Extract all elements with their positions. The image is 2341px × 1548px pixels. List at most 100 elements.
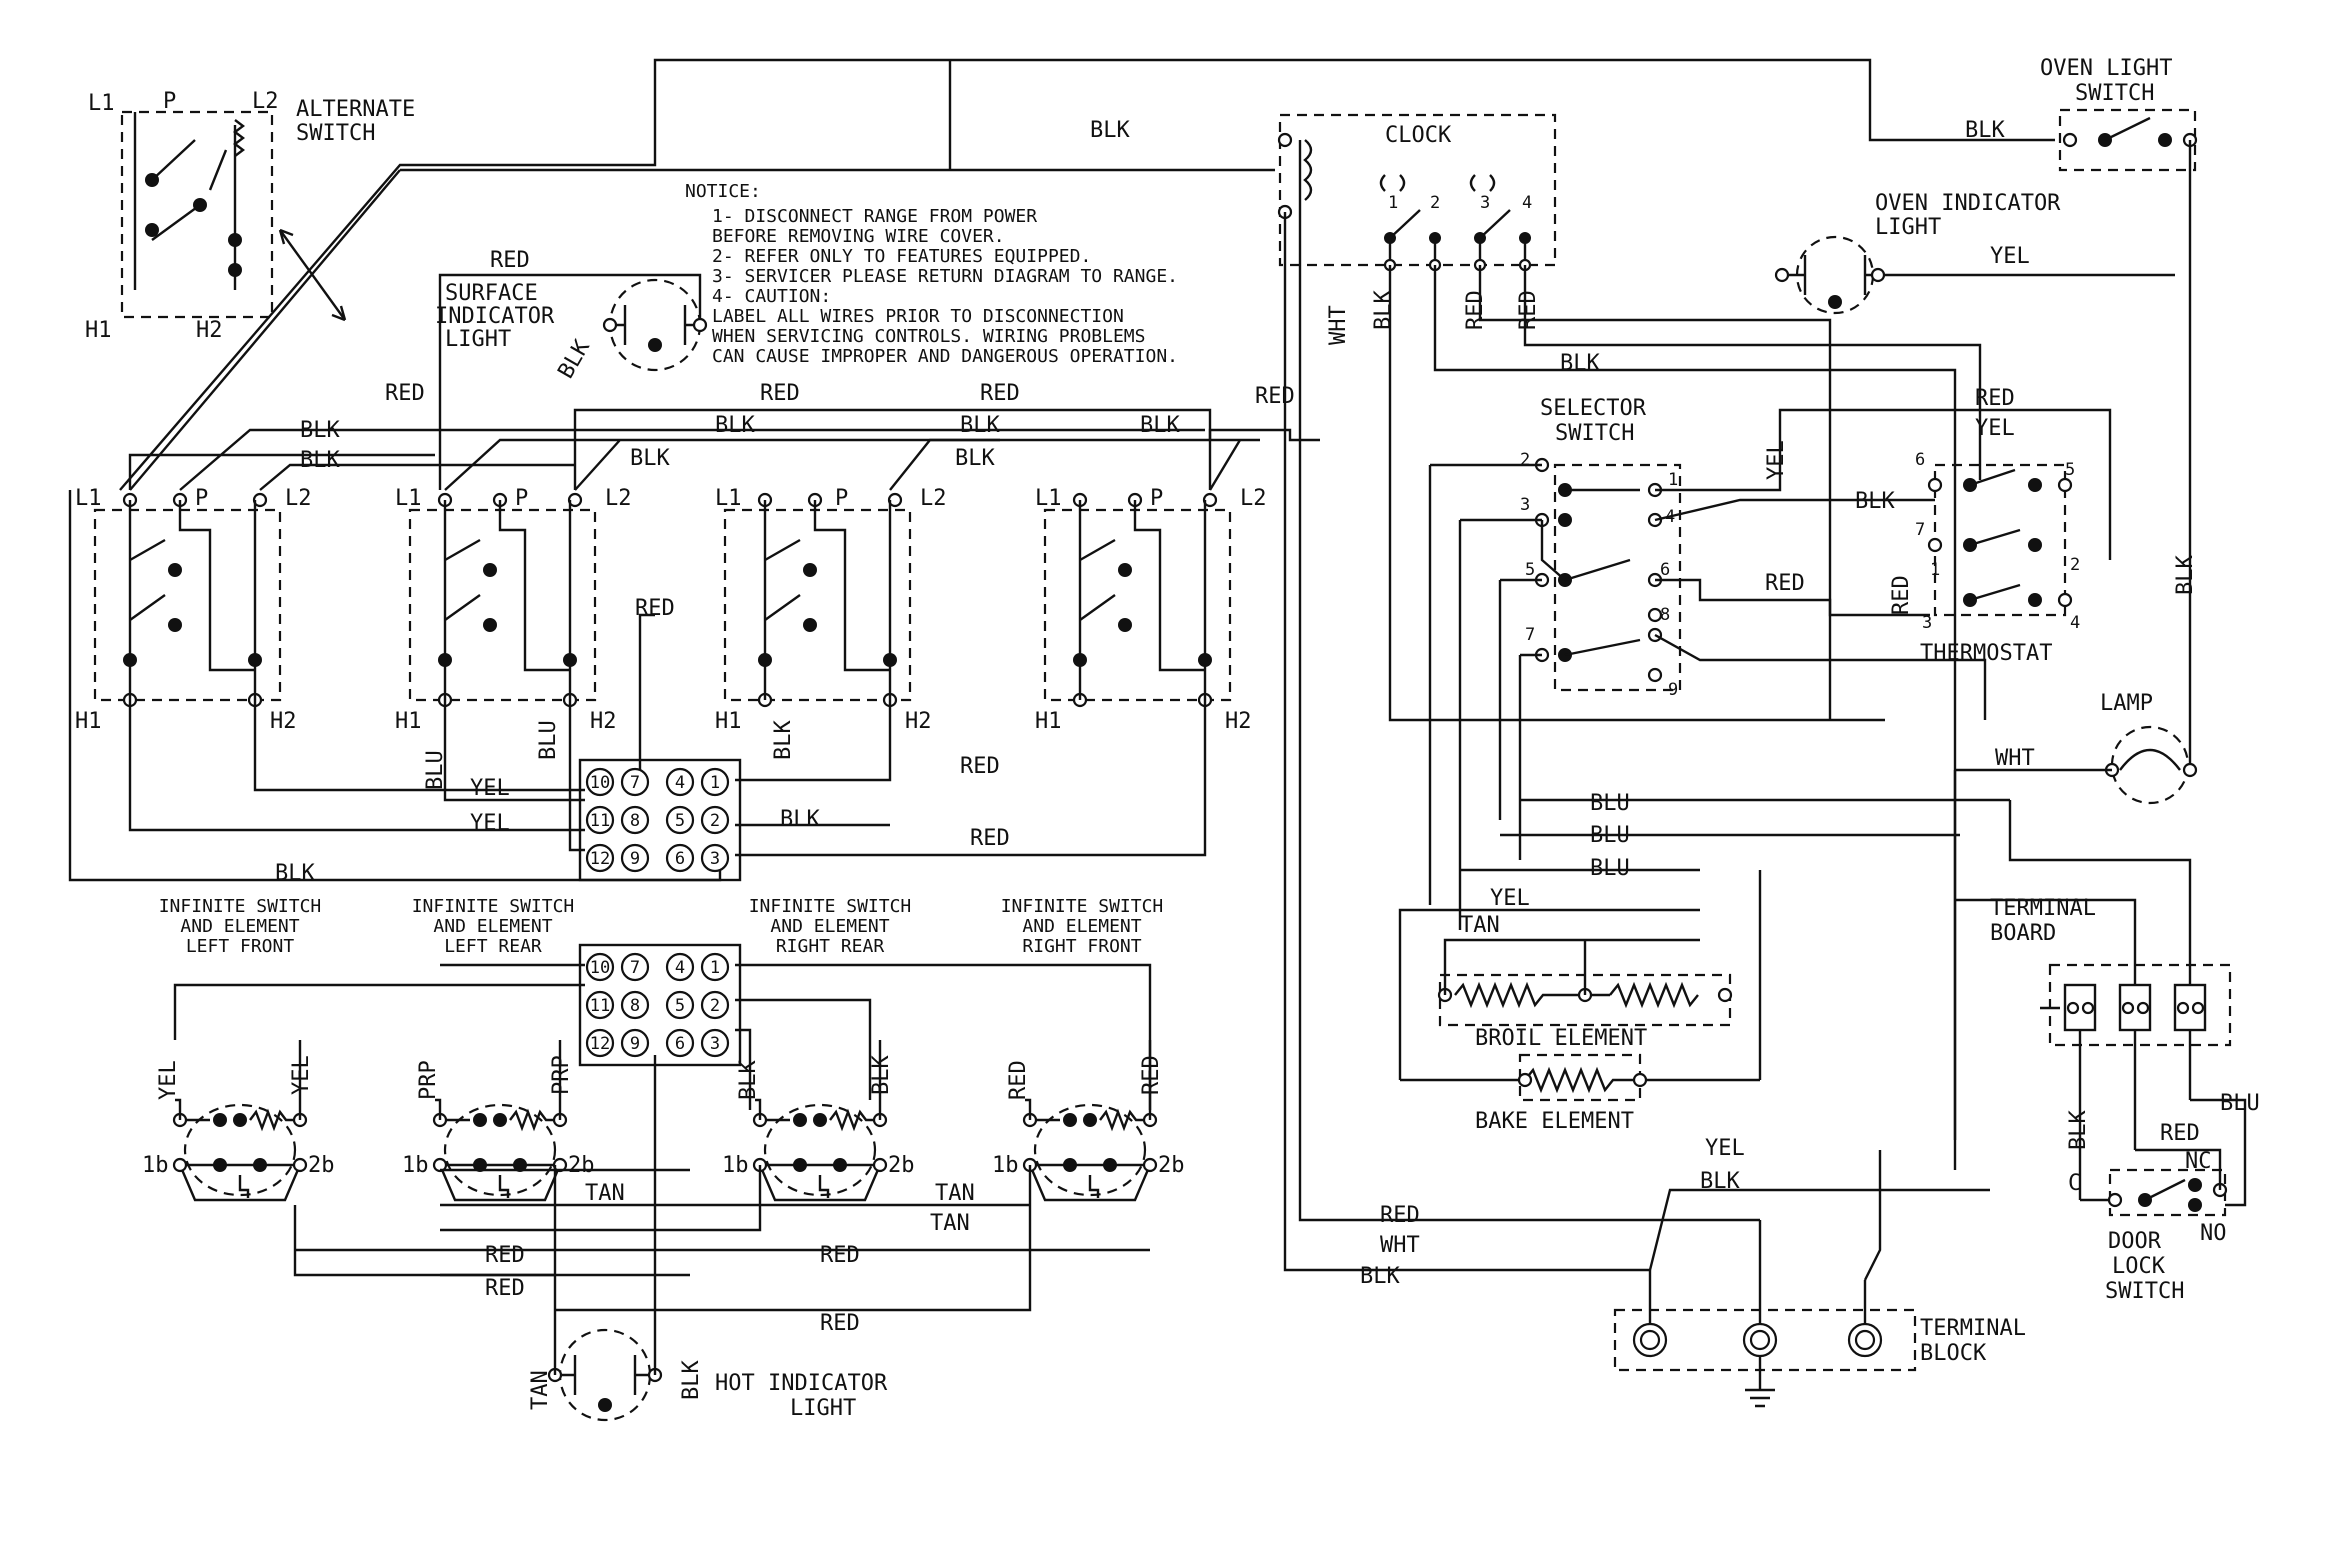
wire-label-blk-r2: BLK — [554, 335, 596, 383]
wire-label-yel-o2: YEL — [1490, 886, 1530, 911]
rf-l1: L1 — [1035, 486, 1062, 511]
lower-bus-wires: TAN TAN TAN RED RED RED RED — [173, 963, 1152, 1336]
terminal-1b-label: 1b — [722, 1153, 749, 1178]
infinite-switch-lf: L1 P L2 H1 H2 — [75, 486, 312, 734]
wire-label-blu-dls: BLU — [2220, 1091, 2260, 1116]
selector-switch: SELECTOR SWITCH 2 1 3 4 5 6 7 8 9 — [1520, 396, 1682, 700]
connector-pin-label: 8 — [630, 811, 640, 831]
wire-label-red-o3: RED — [1380, 1203, 1420, 1228]
wire-label-blk-u1: BLK — [300, 418, 340, 443]
wire-label-blk-r4: BLK — [2173, 555, 2198, 595]
wire-label-blk-o2: BLK — [1855, 489, 1895, 514]
clock-contact-1: 1 — [1388, 193, 1398, 213]
wire-label-blk-u6: BLK — [955, 446, 995, 471]
lf-p: P — [195, 486, 208, 511]
connector-pin — [620, 990, 650, 1020]
wire-label-red-l1: RED — [485, 1243, 525, 1268]
terminal-2b-label: 2b — [888, 1153, 915, 1178]
infinite-switch-title: AND ELEMENT — [433, 916, 552, 937]
oven-light-switch-title-2: SWITCH — [2075, 81, 2154, 106]
connector-pin — [700, 767, 730, 797]
wire-label-red-o2: RED — [1765, 571, 1805, 596]
wire-label-blk-u2: BLK — [300, 448, 340, 473]
notice-block: NOTICE: 1- DISCONNECT RANGE FROM POWER B… — [685, 181, 1178, 367]
alt-h2-label: H2 — [196, 318, 223, 343]
connector-pin-label: 3 — [710, 1034, 720, 1054]
wire-label-tan-l3: TAN — [930, 1211, 970, 1236]
broil-element-title: BROIL ELEMENT — [1475, 1026, 1647, 1051]
sel-3: 3 — [1520, 495, 1530, 515]
terminal-2b-label: 2b — [1158, 1153, 1185, 1178]
th-4: 4 — [2070, 613, 2080, 633]
wire-label-blk-o1: BLK — [1560, 351, 1600, 376]
infinite-switch-title: AND ELEMENT — [180, 916, 299, 937]
selector-switch-title-2: SWITCH — [1555, 421, 1634, 446]
wire-label-red-u1: RED — [385, 381, 425, 406]
thermostat-title: THERMOSTAT — [1920, 641, 2052, 666]
surface-indicator-light: SURFACE INDICATOR LIGHT RED — [435, 248, 708, 490]
wire-label-yel-c1: YEL — [470, 776, 510, 801]
oven-light-switch-title: OVEN LIGHT — [2040, 56, 2172, 81]
connector-pin — [700, 805, 730, 835]
terminal-board-title-2: BOARD — [1990, 921, 2056, 946]
infinite-switch-title: LEFT FRONT — [186, 936, 295, 957]
infinite-switch-rf: L1 P L2 H1 H2 — [1035, 486, 1267, 734]
wire-label-red-c3: RED — [635, 596, 675, 621]
connector-pin-label: 7 — [630, 773, 640, 793]
connector-pin-label: 9 — [630, 1034, 640, 1054]
wire-label-red-l4: RED — [820, 1311, 860, 1336]
infinite-switch-title: INFINITE SWITCH — [1001, 896, 1164, 917]
terminal-block-title-2: BLOCK — [1920, 1341, 1987, 1366]
wire-label-blk-hot: BLK — [679, 1360, 704, 1400]
wire-label-red-u3: RED — [980, 381, 1020, 406]
connector-pin — [620, 805, 650, 835]
element-wire-label: RED — [1006, 1060, 1031, 1100]
terminal-1b-label: 1b — [992, 1153, 1019, 1178]
sel-9: 9 — [1668, 680, 1678, 700]
wire-label-yel-o1: YEL — [1975, 416, 2015, 441]
infinite-switch-title: RIGHT REAR — [776, 936, 885, 957]
lamp-title: LAMP — [2100, 691, 2153, 716]
connector-pin — [700, 843, 730, 873]
alternate-switch: L1 P L2 H1 H2 ALTERNATE SWITCH — [85, 89, 415, 343]
oven-wiring: BLK RED YEL BLK RED BLU BLU BLU YEL TAN … — [1283, 140, 2112, 1289]
notice-line-7: WHEN SERVICING CONTROLS. WIRING PROBLEMS — [712, 326, 1145, 347]
wire-label-wht-lamp: WHT — [1995, 746, 2035, 771]
terminal-block-title: TERMINAL — [1920, 1316, 2026, 1341]
thermostat: THERMOSTAT 6 5 7 1 2 3 4 — [1915, 450, 2080, 666]
broil-element: BROIL ELEMENT — [1437, 938, 1733, 1051]
alt-l2-label: L2 — [252, 89, 279, 114]
wire-label-red-o1: RED — [1975, 386, 2015, 411]
wire-label-blk-u5: BLK — [960, 413, 1000, 438]
element-wire-label: YEL — [289, 1055, 314, 1095]
connector-pin-label: 8 — [630, 996, 640, 1016]
notice-line-5: 4- CAUTION: — [712, 286, 831, 307]
connector-pin-label: 11 — [590, 811, 610, 831]
wire-label-blk-u7: BLK — [1140, 413, 1180, 438]
connector-pin-label: 10 — [590, 773, 610, 793]
wire-label-tan-l1: TAN — [585, 1181, 625, 1206]
wire-label-tan-o1: TAN — [1460, 913, 1500, 938]
infinite-switch-title: AND ELEMENT — [770, 916, 889, 937]
wire-label-blk-dls: BLK — [2066, 1110, 2091, 1150]
wire-label-red-r3: RED — [1889, 575, 1914, 615]
wire-label-wht-o1: WHT — [1380, 1233, 1420, 1258]
sel-5: 5 — [1525, 560, 1535, 580]
sel-8: 8 — [1660, 605, 1670, 625]
wire-label-blu-o3: BLU — [1590, 856, 1630, 881]
connector-pin — [665, 843, 695, 873]
wire-label-red-r1: RED — [1463, 290, 1488, 330]
wire-label-red-dls: RED — [2160, 1121, 2200, 1146]
clock-contact-2: 2 — [1430, 193, 1440, 213]
rr-l2: L2 — [920, 486, 947, 511]
terminal-board: TERMINAL BOARD — [1955, 800, 2232, 1200]
th-1: 1 — [1930, 560, 1940, 580]
wire-label-red-r2: RED — [1516, 290, 1541, 330]
lr-l2: L2 — [605, 486, 632, 511]
lr-p: P — [515, 486, 528, 511]
infinite-switch-title: INFINITE SWITCH — [412, 896, 575, 917]
clock-contact-3: 3 — [1480, 193, 1490, 213]
